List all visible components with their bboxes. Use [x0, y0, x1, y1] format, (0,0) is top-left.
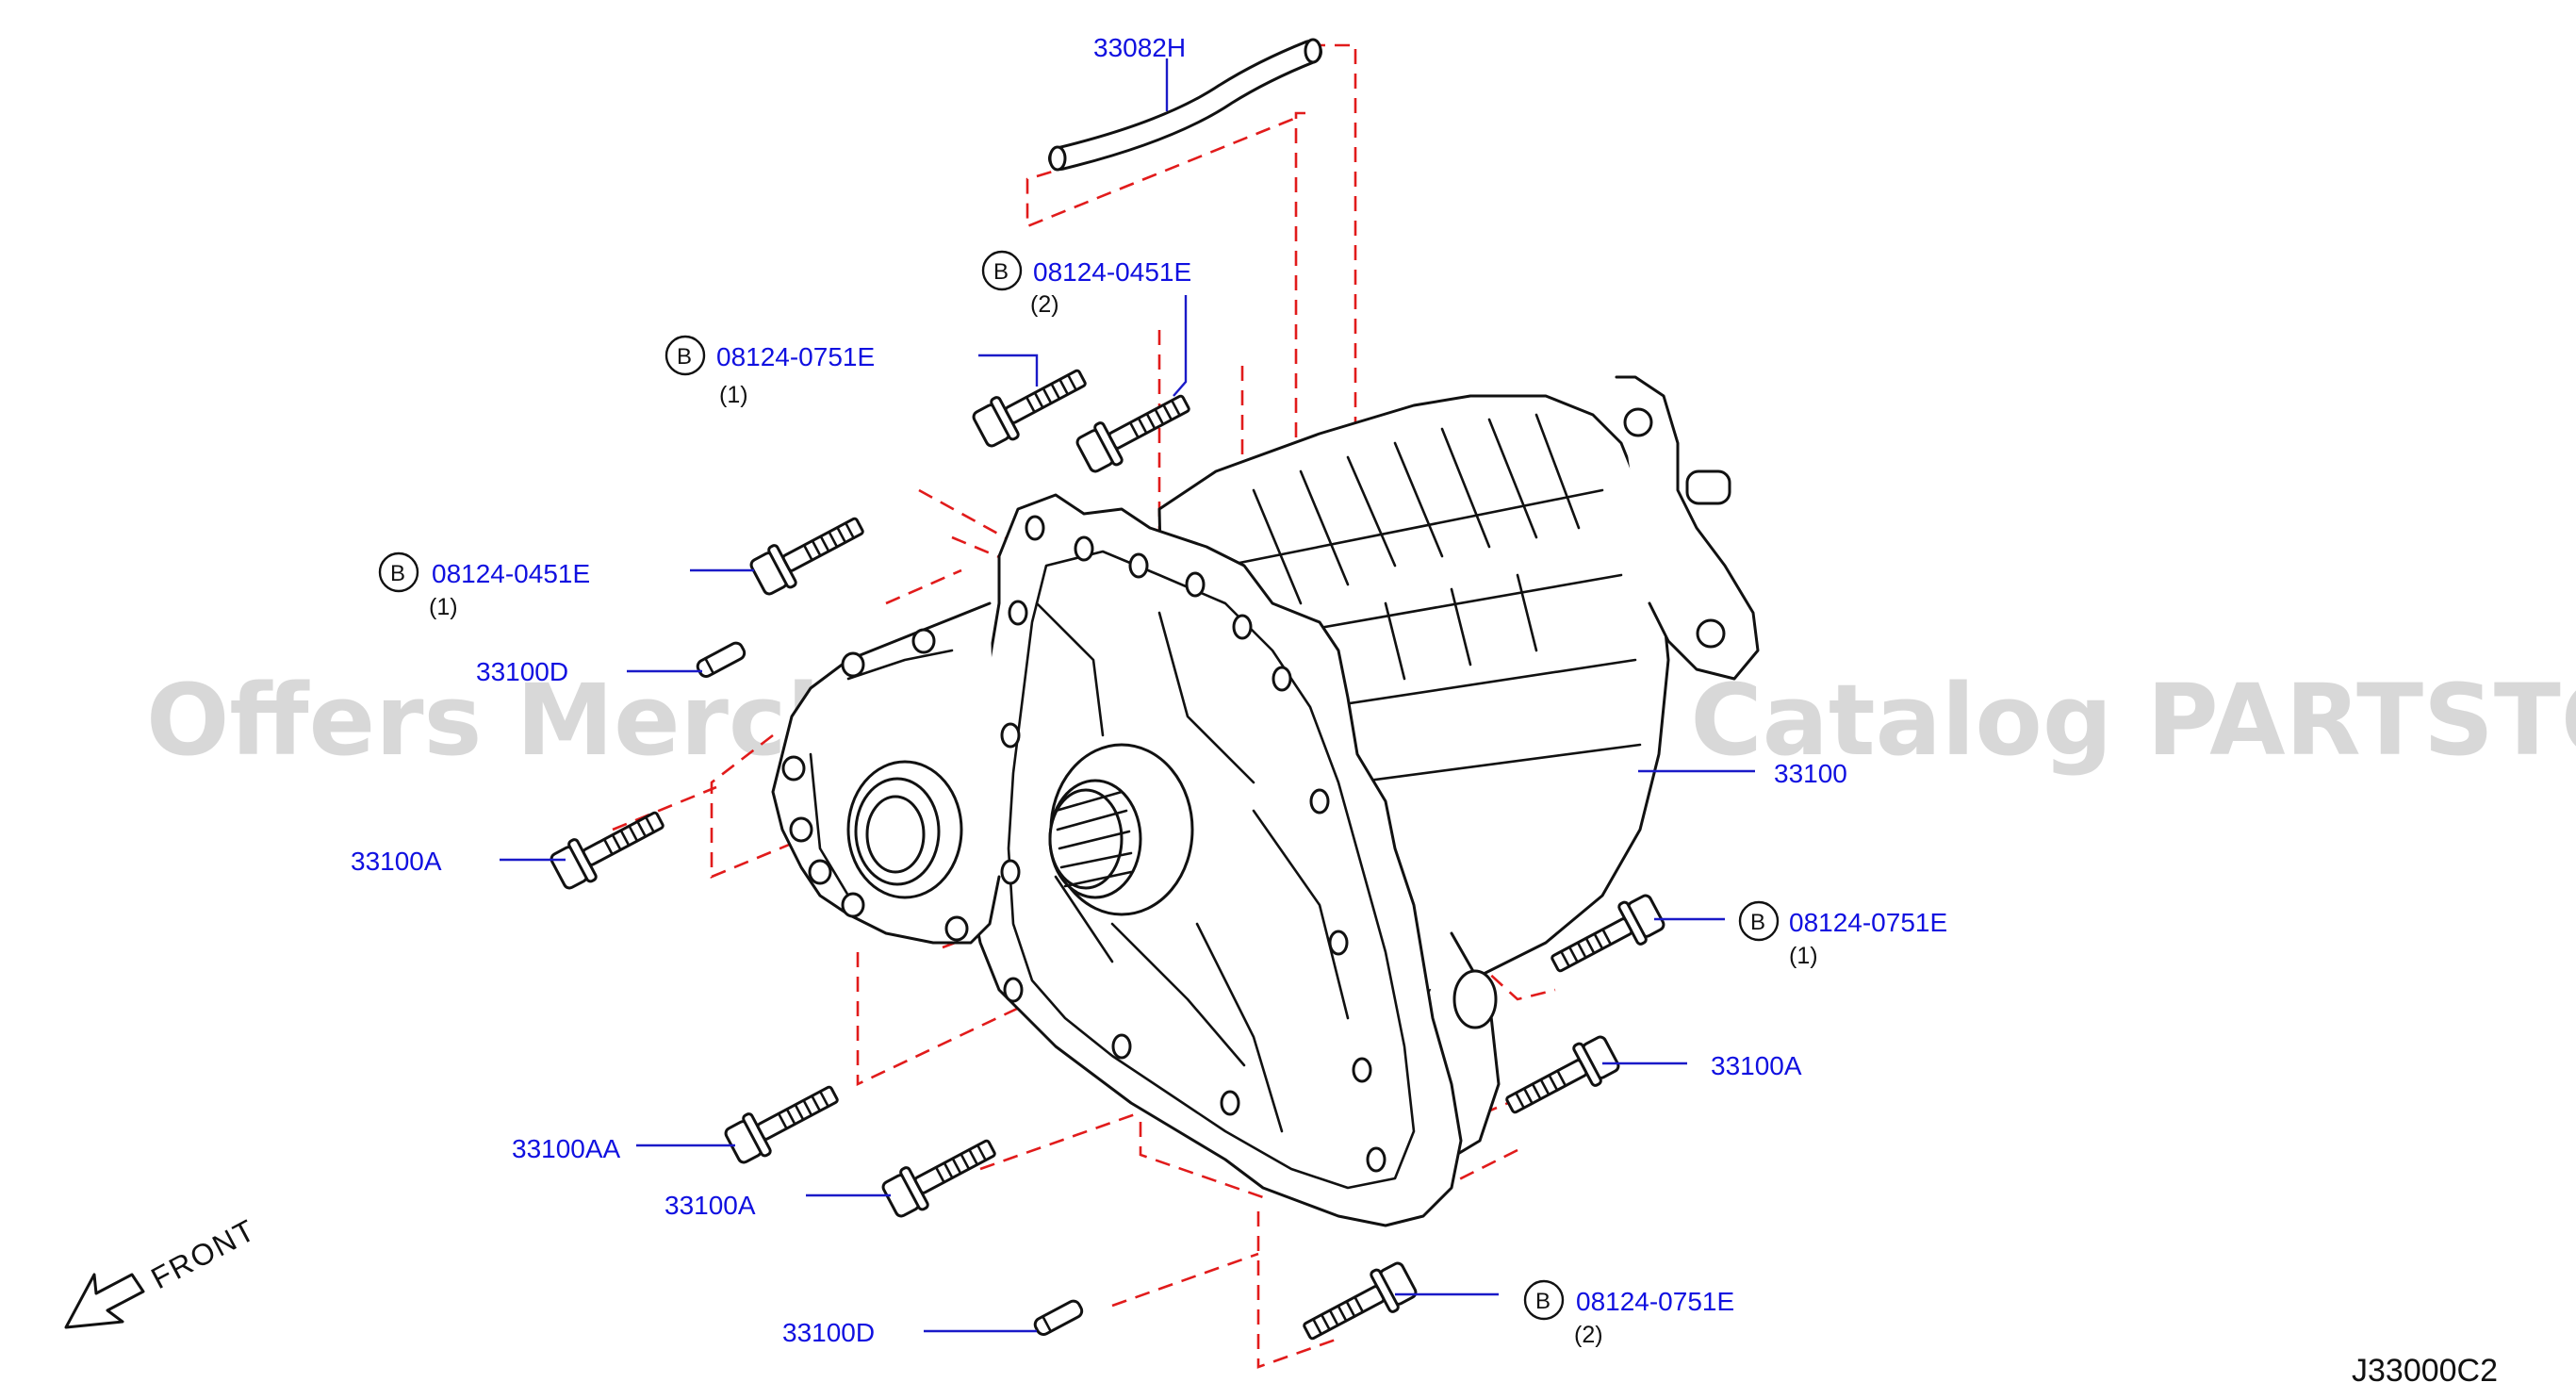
callout-33100A-left[interactable]: 33100A: [351, 847, 442, 876]
leader-lines: [500, 58, 1755, 1333]
callout-33100D-top[interactable]: 33100D: [476, 657, 568, 686]
part-number-label[interactable]: 08124-0751E: [1789, 908, 1947, 937]
part-number-label[interactable]: 33100A: [1711, 1051, 1802, 1080]
part-number-label[interactable]: 08124-0451E: [432, 559, 590, 588]
bolt-08124-0451E-left: [746, 503, 872, 601]
callout-33082H[interactable]: 33082H: [1093, 33, 1186, 62]
quantity-label: (1): [719, 382, 748, 408]
b-symbol-letter: B: [390, 561, 405, 586]
callout-08124-0751E-1-right[interactable]: B 08124-0751E (1): [1738, 900, 1947, 969]
quantity-label: (1): [429, 594, 458, 620]
part-number-label[interactable]: 33100A: [351, 847, 442, 876]
part-number-label[interactable]: 33100D: [782, 1318, 875, 1347]
dowel-33100D-bottom: [1031, 1297, 1086, 1339]
part-number-label[interactable]: 33100AA: [512, 1134, 621, 1163]
callout-08124-0751E-2[interactable]: B 08124-0751E (2): [1523, 1279, 1734, 1348]
callout-08124-0751E-1-top[interactable]: B 08124-0751E (1): [665, 335, 875, 408]
b-symbol-letter: B: [677, 344, 692, 370]
part-number-label[interactable]: 33100A: [665, 1191, 756, 1220]
input-shaft: [1048, 743, 1194, 916]
quantity-label: (2): [1574, 1322, 1603, 1348]
callout-33100[interactable]: 33100: [1774, 759, 1847, 788]
bolt-08124-0751E-bottom: [1295, 1256, 1421, 1354]
bolt-08124-0451E-top: [1072, 381, 1198, 479]
part-number-label[interactable]: 33082H: [1093, 33, 1186, 62]
bolt-33100AA: [720, 1072, 846, 1170]
part-number-label[interactable]: 08124-0751E: [1576, 1287, 1734, 1316]
front-direction-indicator: FRONT: [64, 1212, 261, 1329]
callout-33100A-bottom[interactable]: 33100A: [665, 1191, 756, 1220]
transfer-case-assembly[interactable]: [771, 375, 1760, 1227]
callout-33100AA[interactable]: 33100AA: [512, 1134, 621, 1163]
bolt-33100A-right: [1498, 1029, 1624, 1127]
output-seal: [846, 760, 963, 899]
callout-33100A-right[interactable]: 33100A: [1711, 1051, 1802, 1080]
diagram-code: J33000C2: [2352, 1353, 2498, 1389]
part-number-label[interactable]: 08124-0451E: [1033, 257, 1191, 287]
b-symbol-circle: [378, 551, 419, 593]
b-symbol-circle: [1738, 900, 1780, 942]
bolt-33100A-left: [546, 798, 672, 896]
breather-tube[interactable]: [1048, 38, 1322, 172]
callout-08124-0451E-2[interactable]: B 08124-0451E (2): [981, 250, 1191, 318]
part-number-label[interactable]: 33100D: [476, 657, 568, 686]
part-number-label[interactable]: 33100: [1774, 759, 1847, 788]
b-symbol-circle: [981, 250, 1023, 291]
b-symbol-circle: [665, 335, 706, 376]
part-number-label[interactable]: 08124-0751E: [716, 342, 875, 371]
front-label: FRONT: [145, 1212, 261, 1295]
quantity-label: (2): [1030, 291, 1059, 318]
b-symbol-letter: B: [993, 259, 1009, 285]
callout-33100D-bottom[interactable]: 33100D: [782, 1318, 875, 1347]
b-symbol-letter: B: [1535, 1289, 1551, 1314]
bolt-33100A-bottom: [878, 1126, 1004, 1224]
flange-bolt-holes: [1000, 515, 1386, 1173]
cover-bolt-holes: [781, 628, 969, 942]
front-arrow-icon: [64, 1273, 145, 1329]
callout-08124-0451E-1[interactable]: B 08124-0451E (1): [378, 551, 590, 620]
quantity-label: (1): [1789, 943, 1818, 969]
b-symbol-letter: B: [1750, 910, 1765, 935]
bolt-08124-0751E-top: [968, 355, 1094, 453]
b-symbol-circle: [1523, 1279, 1565, 1321]
